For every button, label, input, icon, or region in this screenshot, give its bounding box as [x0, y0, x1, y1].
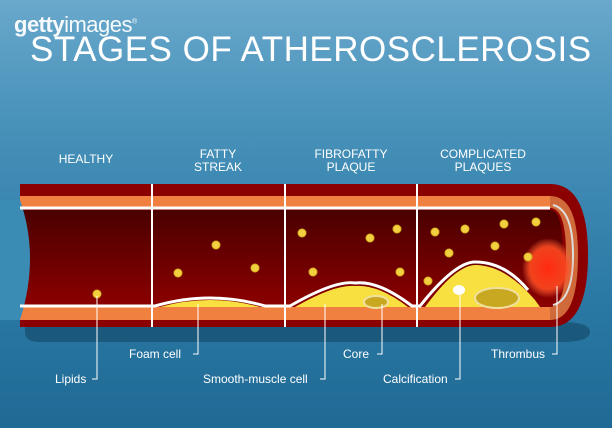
label-lipids: Lipids: [55, 372, 87, 386]
page-title: STAGES OF ATHEROSCLEROSIS: [30, 30, 592, 69]
intima-end: [552, 204, 575, 306]
stage-line: FIBROFATTY: [314, 147, 388, 161]
watermark-bold: getty: [14, 12, 65, 37]
label-core: Core: [343, 347, 370, 361]
watermark-logo: gettyimages®: [14, 12, 137, 38]
stage-line: PLAQUES: [454, 160, 512, 174]
core: [363, 295, 389, 309]
calcification: [453, 285, 465, 295]
stage-line: COMPLICATED: [440, 147, 526, 161]
stage-line: HEALTHY: [58, 152, 114, 166]
watermark-regular: images: [64, 12, 132, 37]
label-calcification: Calcification: [383, 372, 448, 386]
stage-line: FATTY: [199, 147, 237, 161]
stage-line: STREAK: [193, 160, 242, 174]
vessel-opening: [0, 200, 30, 320]
leader-lines: [92, 286, 558, 380]
stage-label-healthy: HEALTHY: [21, 153, 151, 166]
label-smooth-muscle-cell: Smooth-muscle cell: [203, 372, 308, 386]
stage-line: PLAQUE: [326, 160, 376, 174]
watermark-mark: ®: [131, 18, 137, 26]
label-thrombus: Thrombus: [491, 347, 546, 361]
thrombus: [522, 238, 574, 298]
intima-bottom: [20, 260, 530, 308]
label-foam-cell: Foam cell: [129, 347, 182, 361]
complicated-core: [474, 287, 520, 309]
fatty-streak: [160, 300, 260, 307]
